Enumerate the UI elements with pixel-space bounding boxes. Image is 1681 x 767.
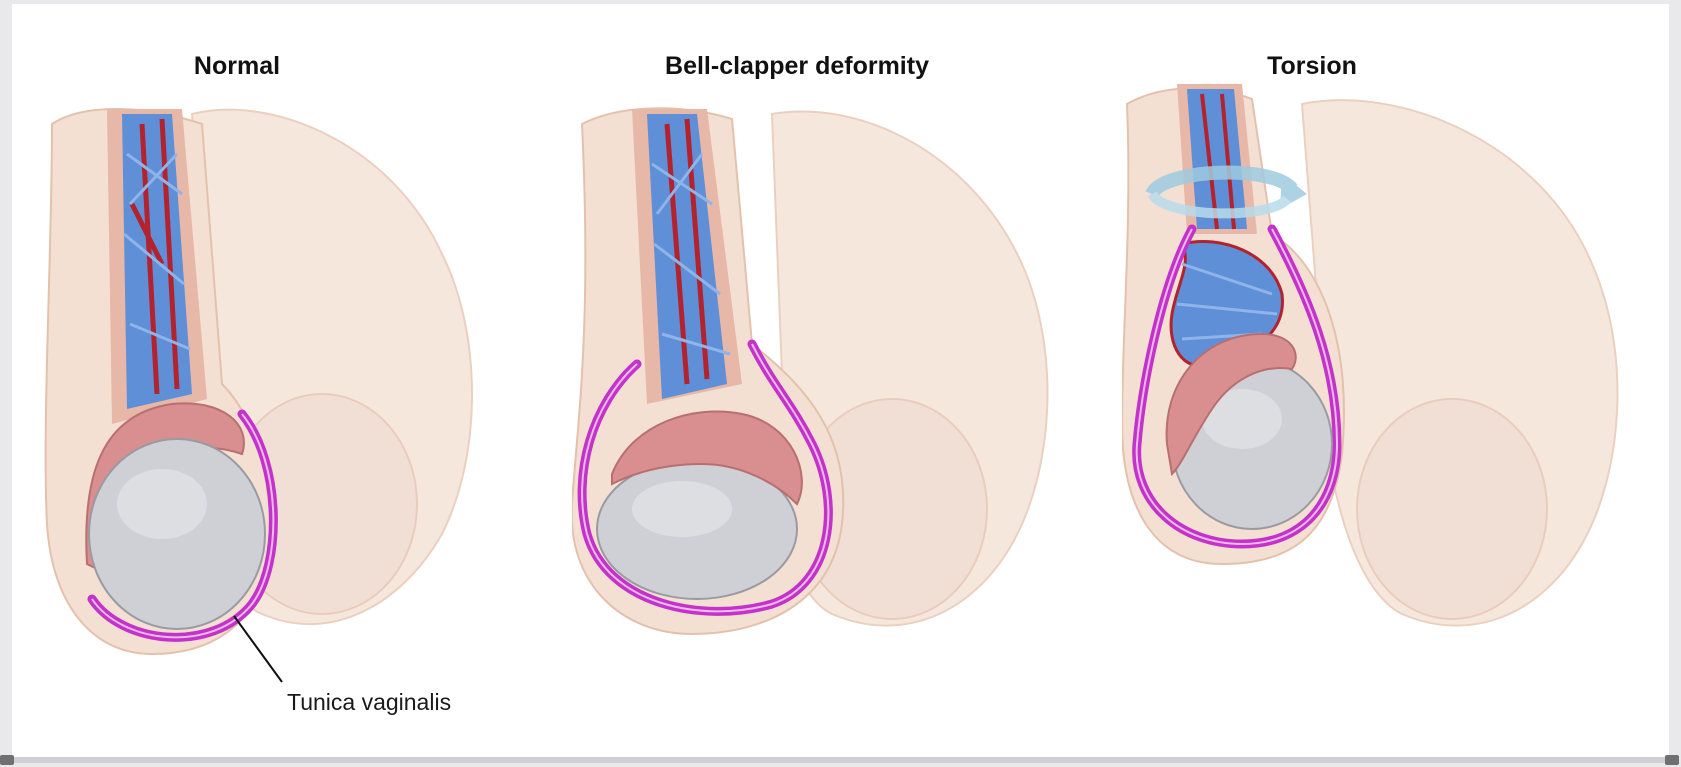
panel-bell-clapper: Bell-clapper deformity: [572, 4, 1102, 757]
diagram-canvas: Normal Tunica vaginalis Bell-cla: [12, 4, 1669, 757]
bottom-scroll-track: [12, 757, 1669, 763]
normal-illustration: [12, 4, 542, 757]
corner-marker-right: [1665, 755, 1679, 765]
bell-clapper-illustration: [572, 4, 1102, 757]
testis-back: [1357, 399, 1547, 619]
torsion-illustration: [1122, 4, 1669, 757]
panel-torsion: Torsion: [1122, 4, 1669, 757]
callout-line: [234, 616, 282, 682]
callout-label: Tunica vaginalis: [287, 689, 451, 716]
panel-normal: Normal Tunica vaginalis: [12, 4, 542, 757]
corner-marker-left: [0, 755, 14, 765]
